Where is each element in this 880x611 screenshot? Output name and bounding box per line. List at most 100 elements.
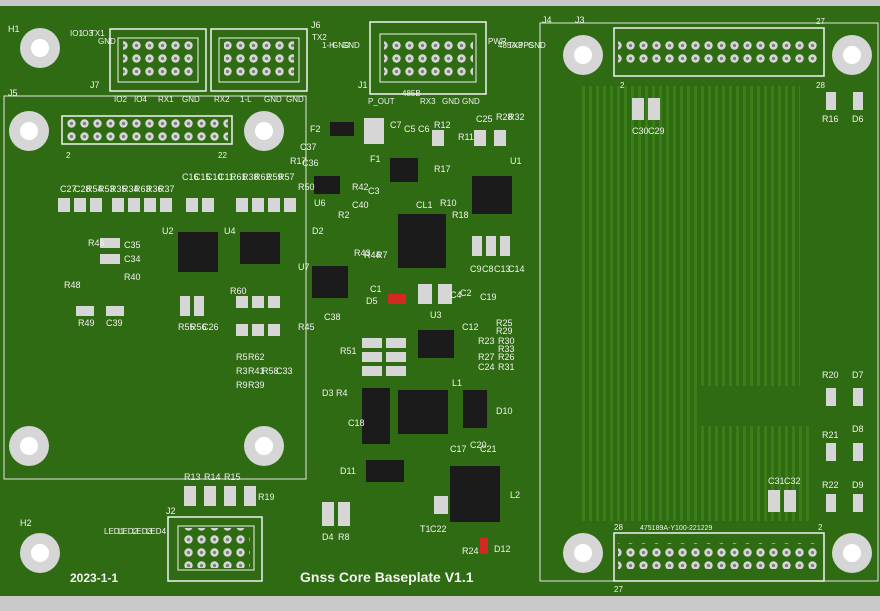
label-c39: C39 [106,318,123,328]
ic-u2 [178,232,218,272]
label-r49: R49 [78,318,95,328]
board-date: 2023-1-1 [70,571,118,585]
label-r39: R39 [248,380,265,390]
label-c40: C40 [352,200,369,210]
label-r57: R57 [278,172,295,182]
inductor-l1 [398,390,448,434]
board-part-number: 475189A-Y100-221229 [640,525,713,532]
label-r2: R2 [338,210,350,220]
mounting-hole-h2 [20,533,60,573]
label-r28: R28 [496,112,513,122]
j6-bottom-pin-4: GND [286,95,304,104]
passive-cluster-center [362,118,510,376]
label-r53: R53 [98,184,115,194]
cap-c18 [362,388,390,444]
label-c6: C6 [418,124,430,134]
ic-u3 [418,330,454,358]
j3-pin-bottom-right: 28 [816,81,825,90]
inductor-l2 [450,466,500,522]
connector-j4 [613,532,825,582]
passive-cluster-bottom [184,486,448,526]
label-c31: C31 [768,476,785,486]
label-d2: D2 [312,226,324,236]
diode-d10 [463,390,487,428]
label-d10: D10 [496,406,513,416]
led-d5 [388,294,406,304]
label-c14: C14 [508,264,525,274]
label-r9: R9 [236,380,248,390]
label-r48: R48 [64,280,81,290]
label-c21: C21 [480,444,497,454]
mounting-hole-h1 [20,28,60,68]
mounting-hole-j5-br [244,426,284,466]
label-r35: R35 [110,184,127,194]
mounting-hole-j5-tl [9,111,49,151]
label-r32: R32 [508,112,525,122]
label-c32: C32 [784,476,801,486]
label-c37: C37 [300,142,317,152]
label-c10: C10 [206,172,223,182]
connector-j5 [61,115,233,145]
connector-j3 [613,27,825,77]
diode-d11 [366,460,404,482]
label-u1: U1 [510,156,522,166]
label-r4: R4 [336,388,348,398]
label-r62-bottom: R62 [248,352,265,362]
label-r40: R40 [124,272,141,282]
j5-pin-left: 2 [66,151,71,160]
j6-top-pin-3: GND [332,41,350,50]
label-r54: R54 [86,184,103,194]
label-c26: C26 [202,322,219,332]
passive-cluster-left [58,198,296,336]
label-c9: C9 [470,264,482,274]
label-r41: R41 [248,366,265,376]
label-r45: R45 [298,322,315,332]
label-u7: U7 [298,262,310,272]
trace-bus-right [700,86,800,386]
label-r7: R7 [376,250,388,260]
label-r63: R63 [134,184,151,194]
label-l2: L2 [510,490,520,500]
j6-bottom-pin-1: RX2 [214,95,230,104]
board-title: Gnss Core Baseplate V1.1 [300,569,474,585]
label-c13: C13 [494,264,511,274]
label-r12: R12 [434,120,451,130]
label-j3: J3 [575,15,585,25]
label-c33: C33 [276,366,293,376]
label-c15: C15 [194,172,211,182]
label-u6: U6 [314,198,326,208]
j7-bottom-pin-4: GND [182,95,200,104]
label-c30: C30 [632,126,649,136]
connector-j6 [210,28,308,92]
label-c11: C11 [218,172,234,182]
board-edge-top [0,0,880,6]
label-c12: C12 [462,322,479,332]
j7-top-pin-4: GND [98,37,116,46]
j6-bottom-pin-3: GND [264,95,282,104]
label-j6: J6 [311,20,321,30]
label-d5: D5 [366,296,378,306]
j5-pin-right: 22 [218,151,227,160]
label-r33: R33 [498,344,515,354]
label-r50: R50 [298,182,315,192]
j1-top-pin-2: 485A [498,41,517,50]
label-c36: C36 [302,158,319,168]
label-u2: U2 [162,226,174,236]
diode-f1 [390,158,418,182]
label-c22: C22 [430,524,447,534]
ic-u4 [240,232,280,264]
label-r34: R34 [122,184,139,194]
label-f2: F2 [310,124,321,134]
label-r37: R37 [158,184,175,194]
label-r20: R20 [822,370,839,380]
j1-top-pin-5: GND [528,41,546,50]
label-h1: H1 [8,24,20,34]
label-r23: R23 [478,336,495,346]
label-d9: D9 [852,480,864,490]
label-u3: U3 [430,310,442,320]
j7-top-pin-1: IO1 [70,29,83,38]
label-r55: R55 [178,322,195,332]
label-c18: C18 [348,418,365,428]
connector-j7 [109,28,207,92]
